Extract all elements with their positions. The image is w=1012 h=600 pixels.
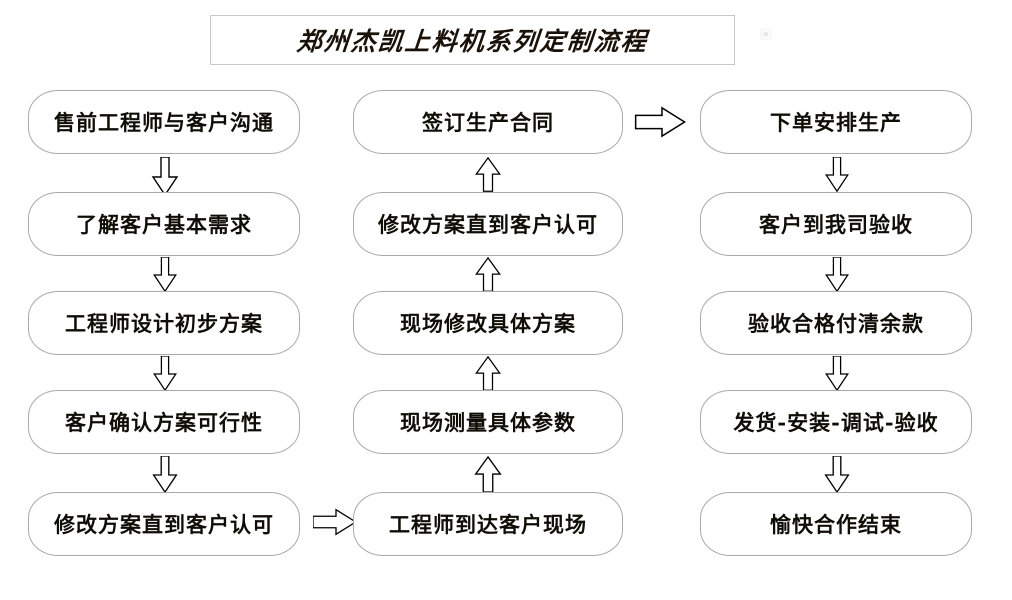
node-col2-5[interactable]: 工程师到达客户现场 — [353, 492, 623, 556]
node-label: 了解客户基本需求 — [76, 212, 252, 237]
node-col1-5[interactable]: 修改方案直到客户认可 — [28, 492, 300, 556]
node-col3-3[interactable]: 验收合格付清余款 — [700, 291, 972, 355]
arrow-up-icon — [473, 456, 503, 496]
arrow-down-icon — [822, 157, 852, 197]
arrow-down-icon — [822, 257, 852, 297]
node-label: 修改方案直到客户认可 — [378, 212, 598, 237]
arrow-down-icon — [150, 257, 180, 297]
node-col1-4[interactable]: 客户确认方案可行性 — [28, 390, 300, 454]
page-title: 郑州杰凯上料机系列定制流程 — [295, 27, 650, 56]
arrow-right-icon — [313, 507, 369, 541]
arrow-down-icon — [822, 456, 852, 496]
node-col3-1[interactable]: 下单安排生产 — [700, 90, 972, 154]
arrow-down-icon — [150, 356, 180, 396]
node-label: 愉快合作结束 — [770, 512, 902, 537]
node-col3-2[interactable]: 客户到我司验收 — [700, 192, 972, 256]
node-col1-3[interactable]: 工程师设计初步方案 — [28, 291, 300, 355]
arrow-right-icon — [633, 106, 689, 140]
node-label: 客户到我司验收 — [759, 212, 913, 237]
node-label: 客户确认方案可行性 — [65, 410, 263, 435]
node-col2-4[interactable]: 现场测量具体参数 — [353, 390, 623, 454]
node-label: 修改方案直到客户认可 — [54, 512, 274, 537]
node-label: 下单安排生产 — [770, 110, 902, 135]
node-label: 工程师到达客户现场 — [389, 512, 587, 537]
chart-title-box: 郑州杰凯上料机系列定制流程 — [210, 15, 735, 65]
watermark-speck — [760, 28, 772, 40]
node-label: 工程师设计初步方案 — [65, 311, 263, 336]
node-col2-2[interactable]: 修改方案直到客户认可 — [353, 192, 623, 256]
arrow-down-icon — [150, 456, 180, 496]
node-label: 售前工程师与客户沟通 — [54, 110, 274, 135]
node-col2-1[interactable]: 签订生产合同 — [353, 90, 623, 154]
node-label: 现场修改具体方案 — [400, 311, 576, 336]
node-label: 签订生产合同 — [422, 110, 554, 135]
arrow-down-icon — [150, 157, 180, 197]
arrow-down-icon — [822, 356, 852, 396]
node-label: 验收合格付清余款 — [748, 311, 924, 336]
node-col1-2[interactable]: 了解客户基本需求 — [28, 192, 300, 256]
arrow-up-icon — [473, 157, 503, 197]
node-col1-1[interactable]: 售前工程师与客户沟通 — [28, 90, 300, 154]
node-col3-5[interactable]: 愉快合作结束 — [700, 492, 972, 556]
node-col2-3[interactable]: 现场修改具体方案 — [353, 291, 623, 355]
node-label: 发货-安装-调试-验收 — [733, 410, 939, 435]
node-label: 现场测量具体参数 — [400, 410, 576, 435]
node-col3-4[interactable]: 发货-安装-调试-验收 — [700, 390, 972, 454]
